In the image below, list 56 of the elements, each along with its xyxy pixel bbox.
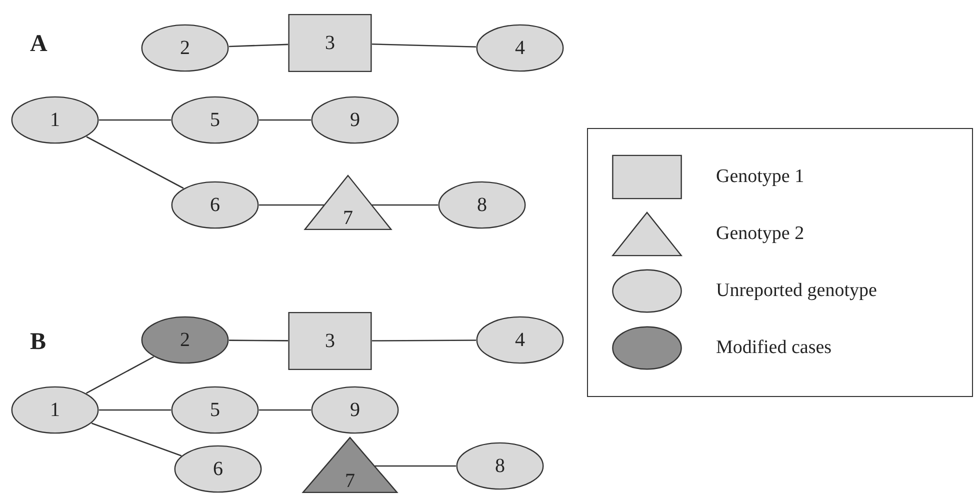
node-number: 9 <box>350 400 360 420</box>
square-node <box>288 14 372 72</box>
legend-label: Unreported genotype <box>716 278 877 303</box>
ellipse-node <box>476 24 564 72</box>
ellipse-node <box>311 96 399 144</box>
connector-line <box>86 356 154 394</box>
node-number: 2 <box>180 330 190 350</box>
node-number: 7 <box>345 471 355 491</box>
node-number: 3 <box>325 33 335 53</box>
node-number: 2 <box>180 38 190 58</box>
node-number: 4 <box>515 330 525 350</box>
connector-line <box>374 465 456 467</box>
legend-label: Modified cases <box>716 336 832 360</box>
ellipse-node <box>476 316 564 364</box>
connector-line <box>229 340 288 342</box>
connector-line <box>372 204 438 206</box>
ellipse-node <box>141 316 229 364</box>
node-number: 1 <box>50 400 60 420</box>
node-number: 7 <box>343 208 353 228</box>
square-node <box>288 312 372 370</box>
connector-line <box>372 43 476 48</box>
connector-line <box>91 422 182 456</box>
node-number: 8 <box>477 195 487 215</box>
triangle-node <box>302 437 398 493</box>
ellipse-node <box>438 181 526 229</box>
node-number: 6 <box>210 195 220 215</box>
triangle-node <box>304 175 392 230</box>
ellipse-node <box>11 96 99 144</box>
connector-line <box>228 44 288 48</box>
node-number: 5 <box>210 400 220 420</box>
legend-label: Genotype 1 <box>716 164 804 189</box>
node-number: 3 <box>325 331 335 351</box>
node-number: 4 <box>515 38 525 58</box>
ellipse-node <box>171 386 259 434</box>
ellipse-node <box>174 445 262 493</box>
node-number: 5 <box>210 110 220 130</box>
node-number: 9 <box>350 110 360 130</box>
node-number: 8 <box>495 456 505 476</box>
panel-label: B <box>30 330 46 354</box>
node-number: 1 <box>50 110 60 130</box>
connector-line <box>259 204 324 206</box>
ellipse-node <box>171 96 259 144</box>
ellipse-node <box>141 24 229 72</box>
legend-label: Genotype 2 <box>716 222 804 246</box>
ellipse-node <box>311 386 399 434</box>
connector-line <box>372 340 476 342</box>
ellipse-node <box>456 442 544 490</box>
node-number: 6 <box>213 459 223 479</box>
connector-line <box>99 119 171 121</box>
connector-line <box>259 119 311 121</box>
connector-line <box>259 409 311 411</box>
panel-label: A <box>30 32 48 56</box>
connector-line <box>99 409 171 411</box>
ellipse-node <box>171 181 259 229</box>
connector-line <box>86 136 184 189</box>
ellipse-node <box>11 386 99 434</box>
